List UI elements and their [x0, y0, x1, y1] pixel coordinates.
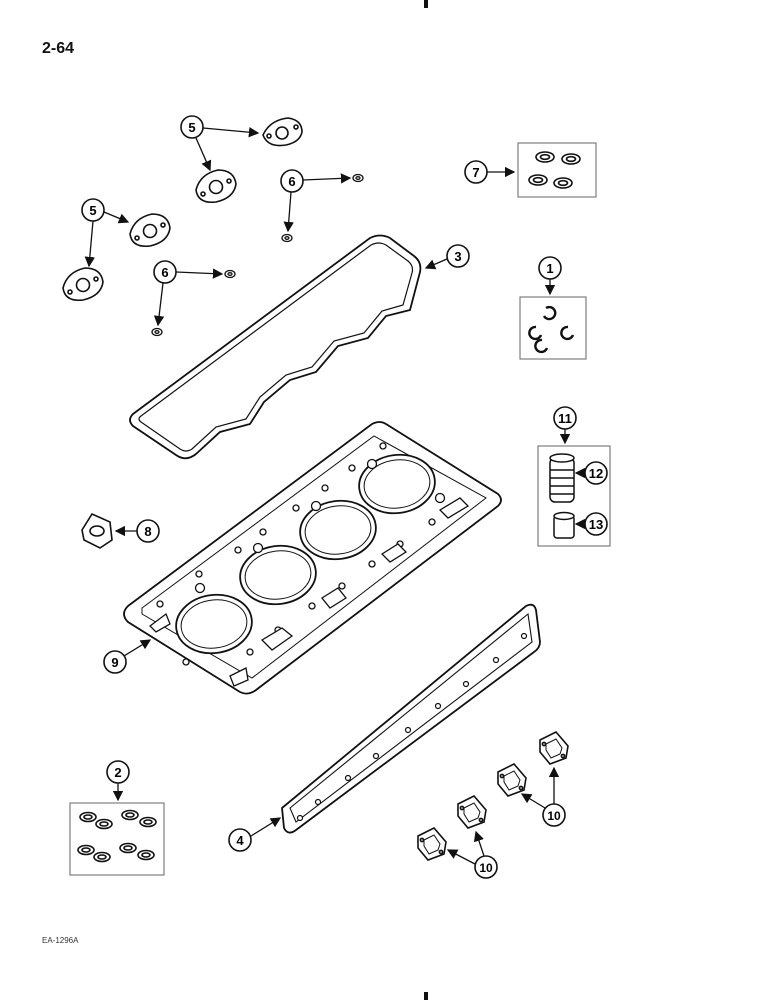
svg-text:11: 11	[558, 411, 572, 426]
callout-6b: 6	[153, 260, 224, 327]
manifold-gasket-4	[281, 603, 541, 834]
flange-gasket-5-top	[262, 117, 303, 147]
callout-6a: 6	[280, 169, 352, 233]
callout-12: 12	[574, 461, 608, 485]
flange-gasket-5-left-top	[129, 213, 171, 248]
svg-text:2: 2	[114, 765, 121, 780]
figure-code: EA-1296A	[42, 936, 79, 945]
registration-mark-bottom	[424, 992, 428, 1000]
svg-text:12: 12	[589, 466, 603, 481]
callout-10b: 10	[446, 830, 498, 879]
valve-stem-seal-12	[549, 453, 575, 503]
callout-11: 11	[553, 406, 577, 445]
svg-text:7: 7	[472, 165, 479, 180]
callout-3: 3	[424, 244, 470, 270]
cylinder-head-gasket-9	[123, 421, 502, 695]
callout-7: 7	[464, 160, 516, 184]
small-seal-6	[151, 173, 364, 337]
svg-text:9: 9	[111, 655, 118, 670]
callout-1: 1	[538, 256, 562, 296]
callout-4: 4	[228, 817, 282, 852]
callout-2: 2	[106, 760, 130, 802]
svg-text:5: 5	[89, 203, 96, 218]
svg-text:10: 10	[547, 809, 561, 823]
svg-text:6: 6	[161, 265, 168, 280]
page-number: 2-64	[42, 40, 75, 57]
sleeve-13	[553, 511, 575, 539]
svg-text:1: 1	[546, 261, 553, 276]
callout-13: 13	[574, 512, 608, 536]
svg-text:5: 5	[188, 120, 195, 135]
svg-text:6: 6	[288, 174, 295, 189]
flange-gasket-5-mid	[195, 169, 237, 204]
callout-5a: 5	[180, 115, 260, 172]
valve-cover-gasket-3	[129, 234, 422, 460]
flange-gasket-5-left-bottom	[62, 267, 104, 302]
retaining-ring-kit-1	[519, 296, 587, 360]
port-gasket-10	[417, 731, 569, 861]
o-ring-kit-7	[517, 142, 597, 198]
registration-mark-top	[424, 0, 428, 8]
callout-10a: 10	[520, 766, 566, 827]
svg-text:10: 10	[479, 861, 493, 875]
flange-gasket-8	[81, 512, 113, 549]
svg-text:3: 3	[454, 249, 461, 264]
svg-text:8: 8	[144, 524, 151, 539]
callout-5b: 5	[81, 198, 130, 268]
svg-text:4: 4	[236, 833, 244, 848]
o-ring-kit-2	[69, 802, 165, 876]
callout-8: 8	[114, 519, 160, 543]
svg-text:13: 13	[589, 517, 603, 532]
callout-9: 9	[103, 639, 152, 674]
